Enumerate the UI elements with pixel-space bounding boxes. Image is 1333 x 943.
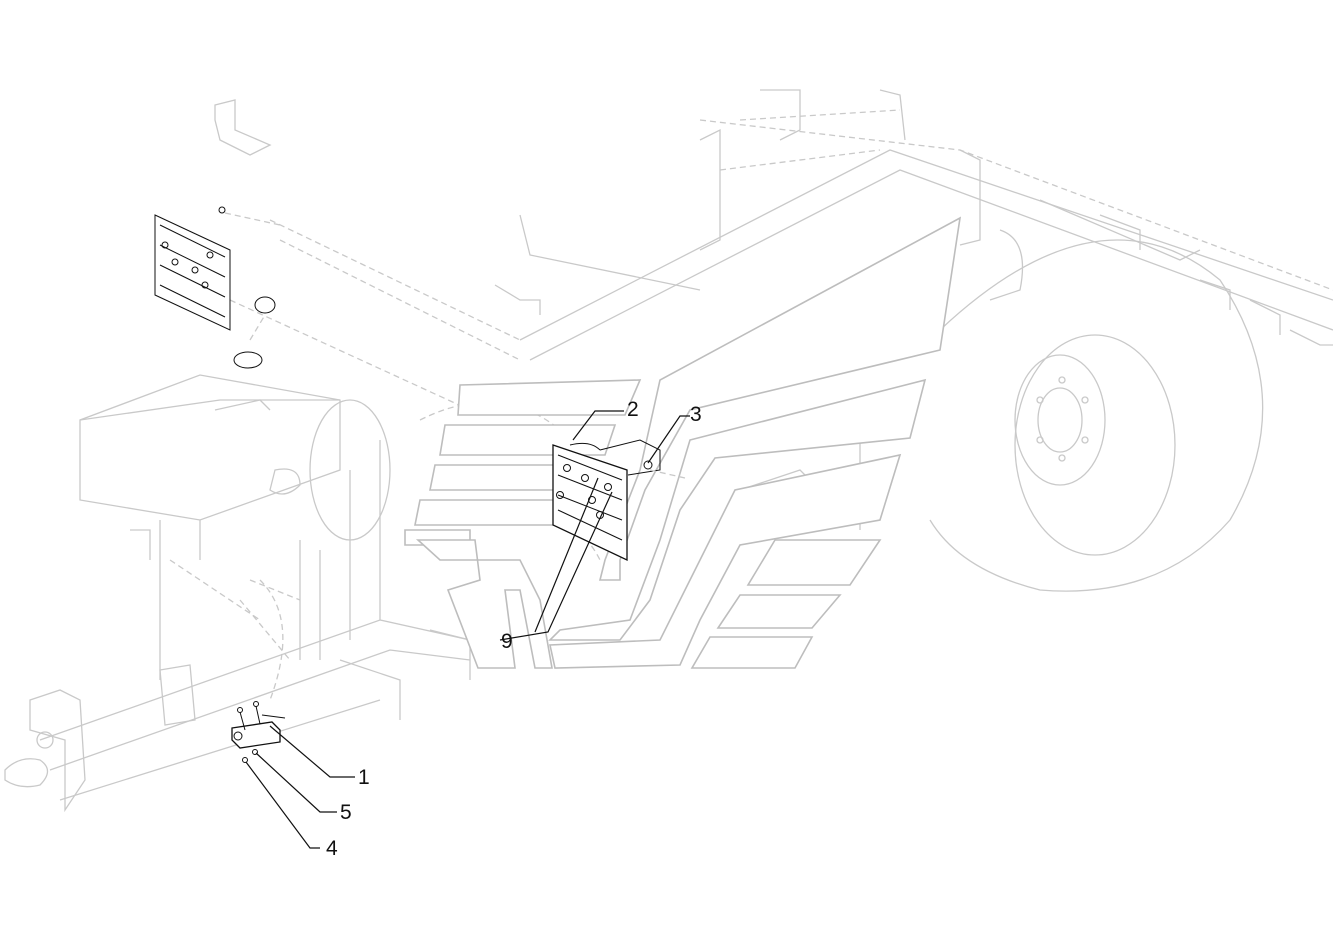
leader-lines	[245, 410, 690, 849]
lower-bracket-assembly	[231, 701, 286, 763]
rear-wheel-ghost	[929, 229, 1264, 592]
callout-2: 2	[627, 398, 639, 421]
center-plate-assembly	[552, 439, 686, 562]
callout-labels: 2 3 9 1 5 4	[326, 398, 702, 860]
callout-3: 3	[690, 403, 702, 426]
machine-frame-ghost	[4, 89, 1333, 813]
callout-4: 4	[326, 837, 338, 860]
upper-left-plate-assembly	[154, 206, 281, 369]
callout-1: 1	[358, 766, 370, 789]
stripe-decals	[404, 216, 962, 669]
callout-9: 9	[501, 630, 513, 653]
callout-5: 5	[340, 801, 352, 824]
